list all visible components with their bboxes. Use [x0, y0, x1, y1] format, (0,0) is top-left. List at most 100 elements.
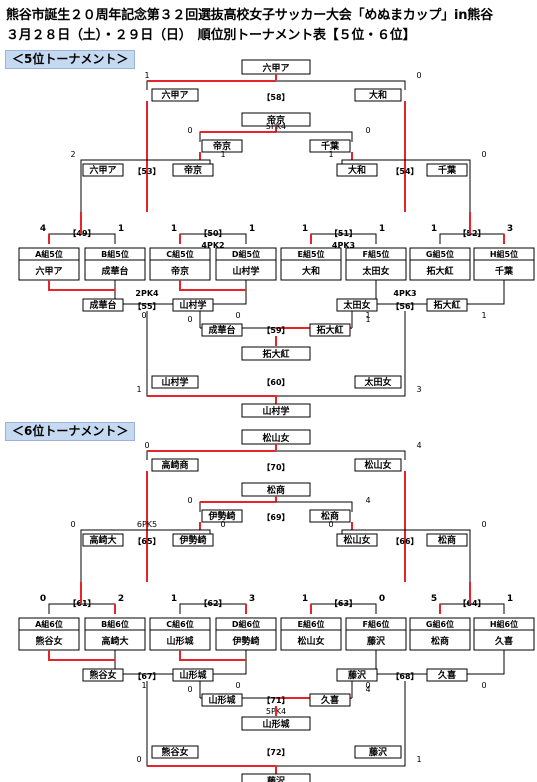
b1-r1-score-b-1: 3 — [249, 594, 255, 604]
b1-bottom-team-a-box — [151, 745, 199, 759]
b1-group-label-2: C組6位 — [166, 619, 193, 629]
b0-third-team-b: 拓大紅 — [316, 324, 343, 336]
b1-group-team-box-6 — [409, 629, 471, 651]
b0-r2l-r-match-no: 【56】 — [391, 301, 418, 311]
b1-group-team-3: 伊勢崎 — [231, 635, 259, 647]
b0-group-label-3: D組5位 — [232, 249, 260, 259]
b1-r2w-r-team-b-box — [426, 533, 468, 547]
b0-group-team-7: 千葉 — [495, 265, 514, 277]
b1-r1-score-a-3: 5 — [431, 594, 437, 604]
b0-r2l-r-team-b: 拓大紅 — [433, 299, 460, 311]
b1-r2l-r-score-b: 0 — [481, 681, 486, 690]
b0-r2w-l-team-a-box — [82, 163, 124, 177]
b1-r2l-r-team-b: 久喜 — [438, 669, 456, 681]
b1-r2w-r-team-b: 松商 — [438, 534, 456, 546]
b1-r2w-l-match-no: 【65】 — [133, 536, 160, 546]
b0-r2l-l-team-b: 山村学 — [179, 299, 206, 311]
b1-r2l-l-team-b-box — [172, 668, 214, 682]
b0-third-team-a: 成華台 — [208, 324, 235, 336]
b1-r1-score-a-0: 0 — [40, 594, 46, 604]
b1-group-team-4: 松山女 — [297, 635, 324, 647]
b0-r1-score-a-2: 1 — [302, 224, 308, 234]
b0-third-score-b: 1 — [365, 315, 370, 324]
b1-group-label-1: B組6位 — [101, 619, 129, 629]
b1-r2w-l-score-a: 0 — [70, 520, 75, 529]
b1-top-match-no: 【70】 — [262, 462, 289, 472]
b1-r1-match-no-1: 【62】 — [199, 598, 226, 608]
b0-r2l-l-hook2 — [179, 280, 246, 291]
b0-bottom-team-b: 太田女 — [363, 376, 391, 388]
b0-second-score-b: 0 — [365, 126, 370, 135]
b1-r2l-r-match-no: 【68】 — [391, 671, 418, 681]
b0-r2w-r-match-no: 【54】 — [391, 166, 418, 176]
b1-r2l-l-hook — [48, 650, 115, 661]
b0-group-label-6: G組5位 — [426, 249, 454, 259]
b0-r2l-l-match-no: 【55】 — [133, 301, 160, 311]
page-subtitle: ３月２８日（土）・２９日（日） 順位別トーナメント表【５位・６位】 — [6, 28, 416, 43]
b0-bottom-score-b: 3 — [416, 385, 421, 394]
b0-r2w-l-team-a: 六甲ア — [89, 164, 116, 176]
b0-group-team-5: 太田女 — [361, 265, 389, 277]
b1-group-label-5: F組6位 — [362, 619, 389, 629]
b0-r2l-l-pk: 2PK4 — [135, 289, 159, 298]
b0-bottom-winner: 山村学 — [262, 405, 289, 417]
b0-r2l-l-hook — [48, 280, 115, 291]
b0-third-score-a: 0 — [187, 315, 192, 324]
b1-bottom-score-b: 1 — [416, 755, 421, 764]
b0-group-label-0: A組5位 — [35, 249, 63, 259]
b0-r2l-r-score-b: 1 — [481, 311, 486, 320]
b1-group-team-0: 熊谷女 — [35, 635, 62, 647]
b0-bottom-score-a: 1 — [136, 385, 141, 394]
b0-second-score-a: 0 — [187, 126, 192, 135]
b1-top-team-b-box — [354, 458, 402, 472]
b1-r2w-l-team-a-box — [82, 533, 124, 547]
b0-r2l-r-team-a: 太田女 — [342, 299, 370, 311]
b1-bottom-score-a: 0 — [136, 755, 141, 764]
b0-group-label-7: H組5位 — [490, 249, 518, 259]
b0-r1-match-no-1: 【50】 — [199, 228, 226, 238]
b1-r1-score-a-1: 1 — [171, 594, 177, 604]
b1-second-team-b-box — [309, 509, 351, 523]
b1-r1-match-no-2: 【63】 — [330, 598, 357, 608]
b1-third-team-b-box — [309, 693, 351, 707]
b1-r2w-l-team-b: 伊勢崎 — [178, 534, 206, 546]
b0-r1-score-b-1: 1 — [249, 224, 255, 234]
b1-group-team-5: 藤沢 — [367, 635, 386, 647]
b1-top-score-a: 0 — [144, 441, 149, 450]
b0-r2w-l-score-a: 2 — [70, 150, 75, 159]
b0-r2w-r-team-b: 千葉 — [438, 164, 457, 176]
b0-r2l-r-team-b-box — [426, 298, 468, 312]
b0-group-team-6: 拓大紅 — [426, 265, 453, 277]
b1-r2l-l-team-a: 熊谷女 — [89, 669, 116, 681]
b1-r2l-l-score-a: 1 — [141, 681, 146, 690]
b1-third-match-no: 【71】 — [262, 695, 289, 705]
b0-top-team-b-box — [354, 88, 402, 102]
b0-r2w-l-match-no: 【53】 — [133, 166, 160, 176]
section-label-5th: ＜5位トーナメント＞ — [5, 50, 136, 69]
b0-third-team-b-box — [309, 323, 351, 337]
b0-r2w-r-team-a-box — [336, 163, 378, 177]
b1-group-team-2: 山形城 — [166, 635, 193, 647]
b1-r1-score-a-2: 1 — [302, 594, 308, 604]
b0-top-team-a-box — [151, 88, 199, 102]
b0-r2w-r-score-a: 1 — [328, 150, 333, 159]
b0-group-team-box-6 — [409, 259, 471, 281]
b1-bottom-team-b: 藤沢 — [369, 746, 388, 758]
b0-bottom-match-no: 【60】 — [262, 377, 289, 387]
b0-r2w-l-team-b: 帝京 — [184, 164, 202, 176]
b0-group-team-1: 成華台 — [101, 265, 128, 277]
b1-group-label-3: D組6位 — [232, 619, 260, 629]
b1-r2l-l-match-no: 【67】 — [133, 671, 160, 681]
b1-r2l-l-score-b: 0 — [235, 681, 240, 690]
section-label-6th: ＜6位トーナメント＞ — [5, 422, 136, 441]
b1-group-team-7: 久喜 — [495, 635, 513, 647]
b0-r1-match-no-2: 【51】 — [330, 228, 357, 238]
b0-r1-pk-1: 4PK2 — [201, 241, 224, 250]
b0-group-team-4: 大和 — [302, 265, 320, 277]
b0-r2w-r-score-b: 0 — [481, 150, 486, 159]
b0-group-team-0: 六甲ア — [35, 265, 62, 277]
b0-r1-score-a-3: 1 — [431, 224, 437, 234]
b0-r2l-r-team-a-box — [336, 298, 378, 312]
b1-bottom-bar — [146, 758, 406, 767]
b0-r1-match-no-3: 【52】 — [458, 228, 485, 238]
